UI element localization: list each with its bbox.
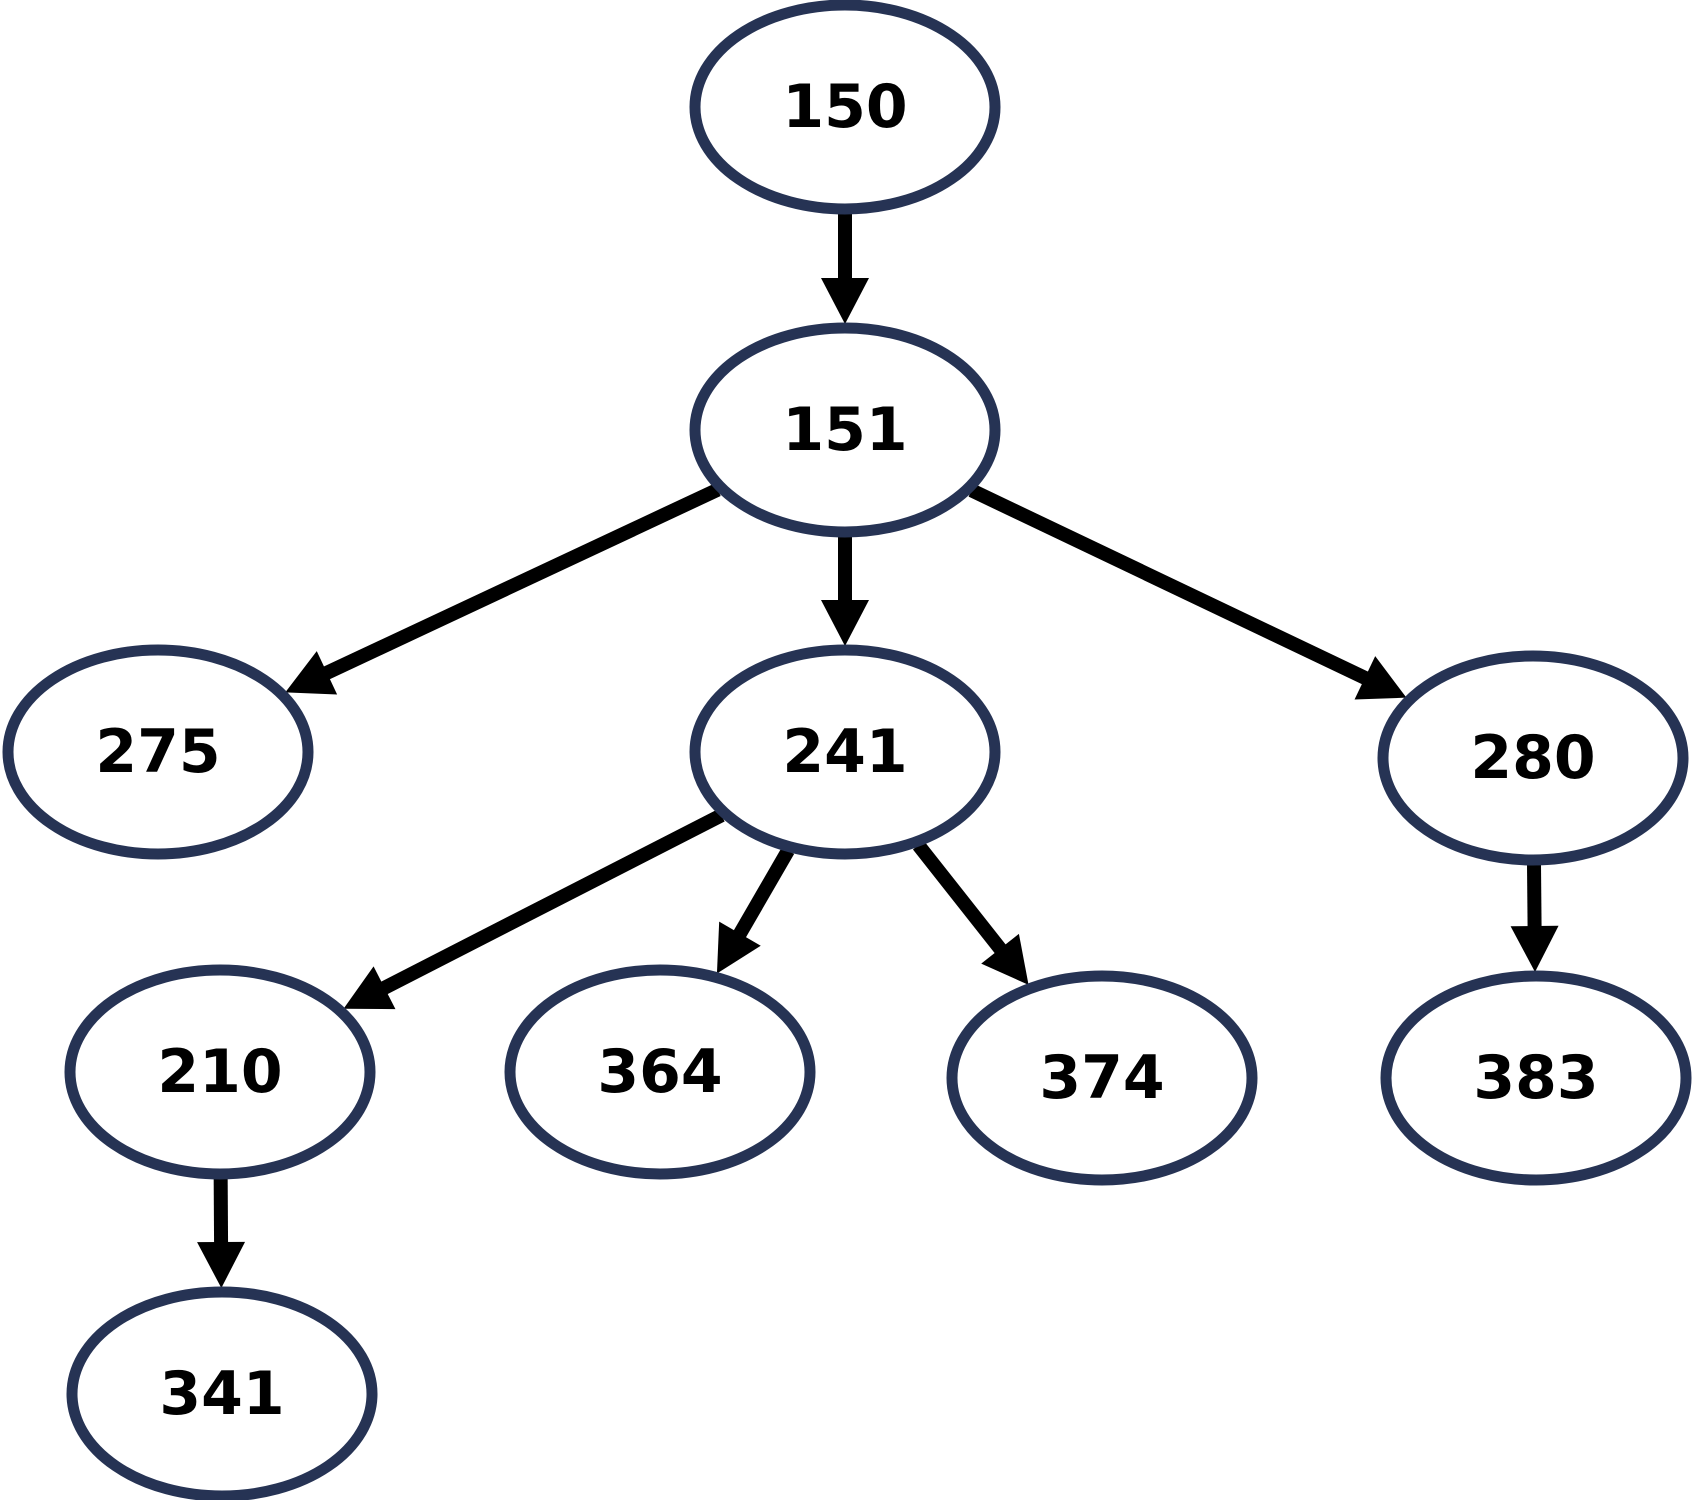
edge-line [1526, 863, 1542, 931]
edge-280-383 [1510, 863, 1559, 973]
node-ellipse [1377, 650, 1689, 866]
node-241: 241 [689, 644, 1001, 860]
edge-241-210 [343, 809, 725, 1010]
edge-151-280 [968, 484, 1407, 700]
node-275: 275 [2, 644, 314, 860]
arrowhead-icon [1354, 656, 1407, 700]
node-280: 280 [1377, 650, 1689, 866]
node-label: 280 [1470, 723, 1595, 793]
node-ellipse [2, 644, 314, 860]
node-label: 150 [782, 72, 907, 142]
arrowhead-icon [981, 933, 1029, 985]
edge-line [912, 840, 1009, 957]
node-label: 364 [597, 1037, 722, 1107]
edge-210-341 [197, 1177, 246, 1289]
edge-241-364 [716, 846, 795, 974]
node-374: 374 [946, 970, 1258, 1186]
edge-line [968, 484, 1372, 686]
edge-line [731, 846, 795, 941]
arrowhead-icon [285, 651, 338, 695]
node-ellipse [1380, 970, 1692, 1186]
node-label: 341 [159, 1359, 284, 1429]
node-label: 151 [782, 395, 907, 465]
arrowhead-icon [1510, 925, 1559, 973]
node-ellipse [689, 322, 1001, 538]
node-label: 275 [95, 717, 220, 787]
node-341: 341 [66, 1286, 378, 1500]
node-label: 241 [782, 717, 907, 787]
node-ellipse [946, 970, 1258, 1186]
edge-241-374 [912, 840, 1029, 985]
edge-150-151 [821, 213, 869, 324]
node-label: 383 [1473, 1043, 1598, 1113]
arrowhead-icon [343, 966, 396, 1010]
edges-layer [197, 213, 1559, 1289]
edge-line [377, 809, 725, 996]
arrowhead-icon [716, 921, 761, 974]
arrowhead-icon [821, 278, 869, 324]
node-ellipse [504, 964, 816, 1180]
node-210: 210 [64, 964, 376, 1180]
node-ellipse [689, 644, 1001, 860]
arrowhead-icon [197, 1241, 246, 1289]
node-151: 151 [689, 322, 1001, 538]
node-ellipse [64, 964, 376, 1180]
node-ellipse [66, 1286, 378, 1500]
edge-151-241 [821, 536, 869, 646]
edge-line [320, 483, 721, 681]
node-364: 364 [504, 964, 816, 1180]
edge-151-275 [285, 483, 721, 695]
node-label: 374 [1039, 1043, 1164, 1113]
node-ellipse [689, 0, 1001, 215]
node-label: 210 [157, 1037, 282, 1107]
arrowhead-icon [821, 600, 869, 646]
node-150: 150 [689, 0, 1001, 215]
node-383: 383 [1380, 970, 1692, 1186]
